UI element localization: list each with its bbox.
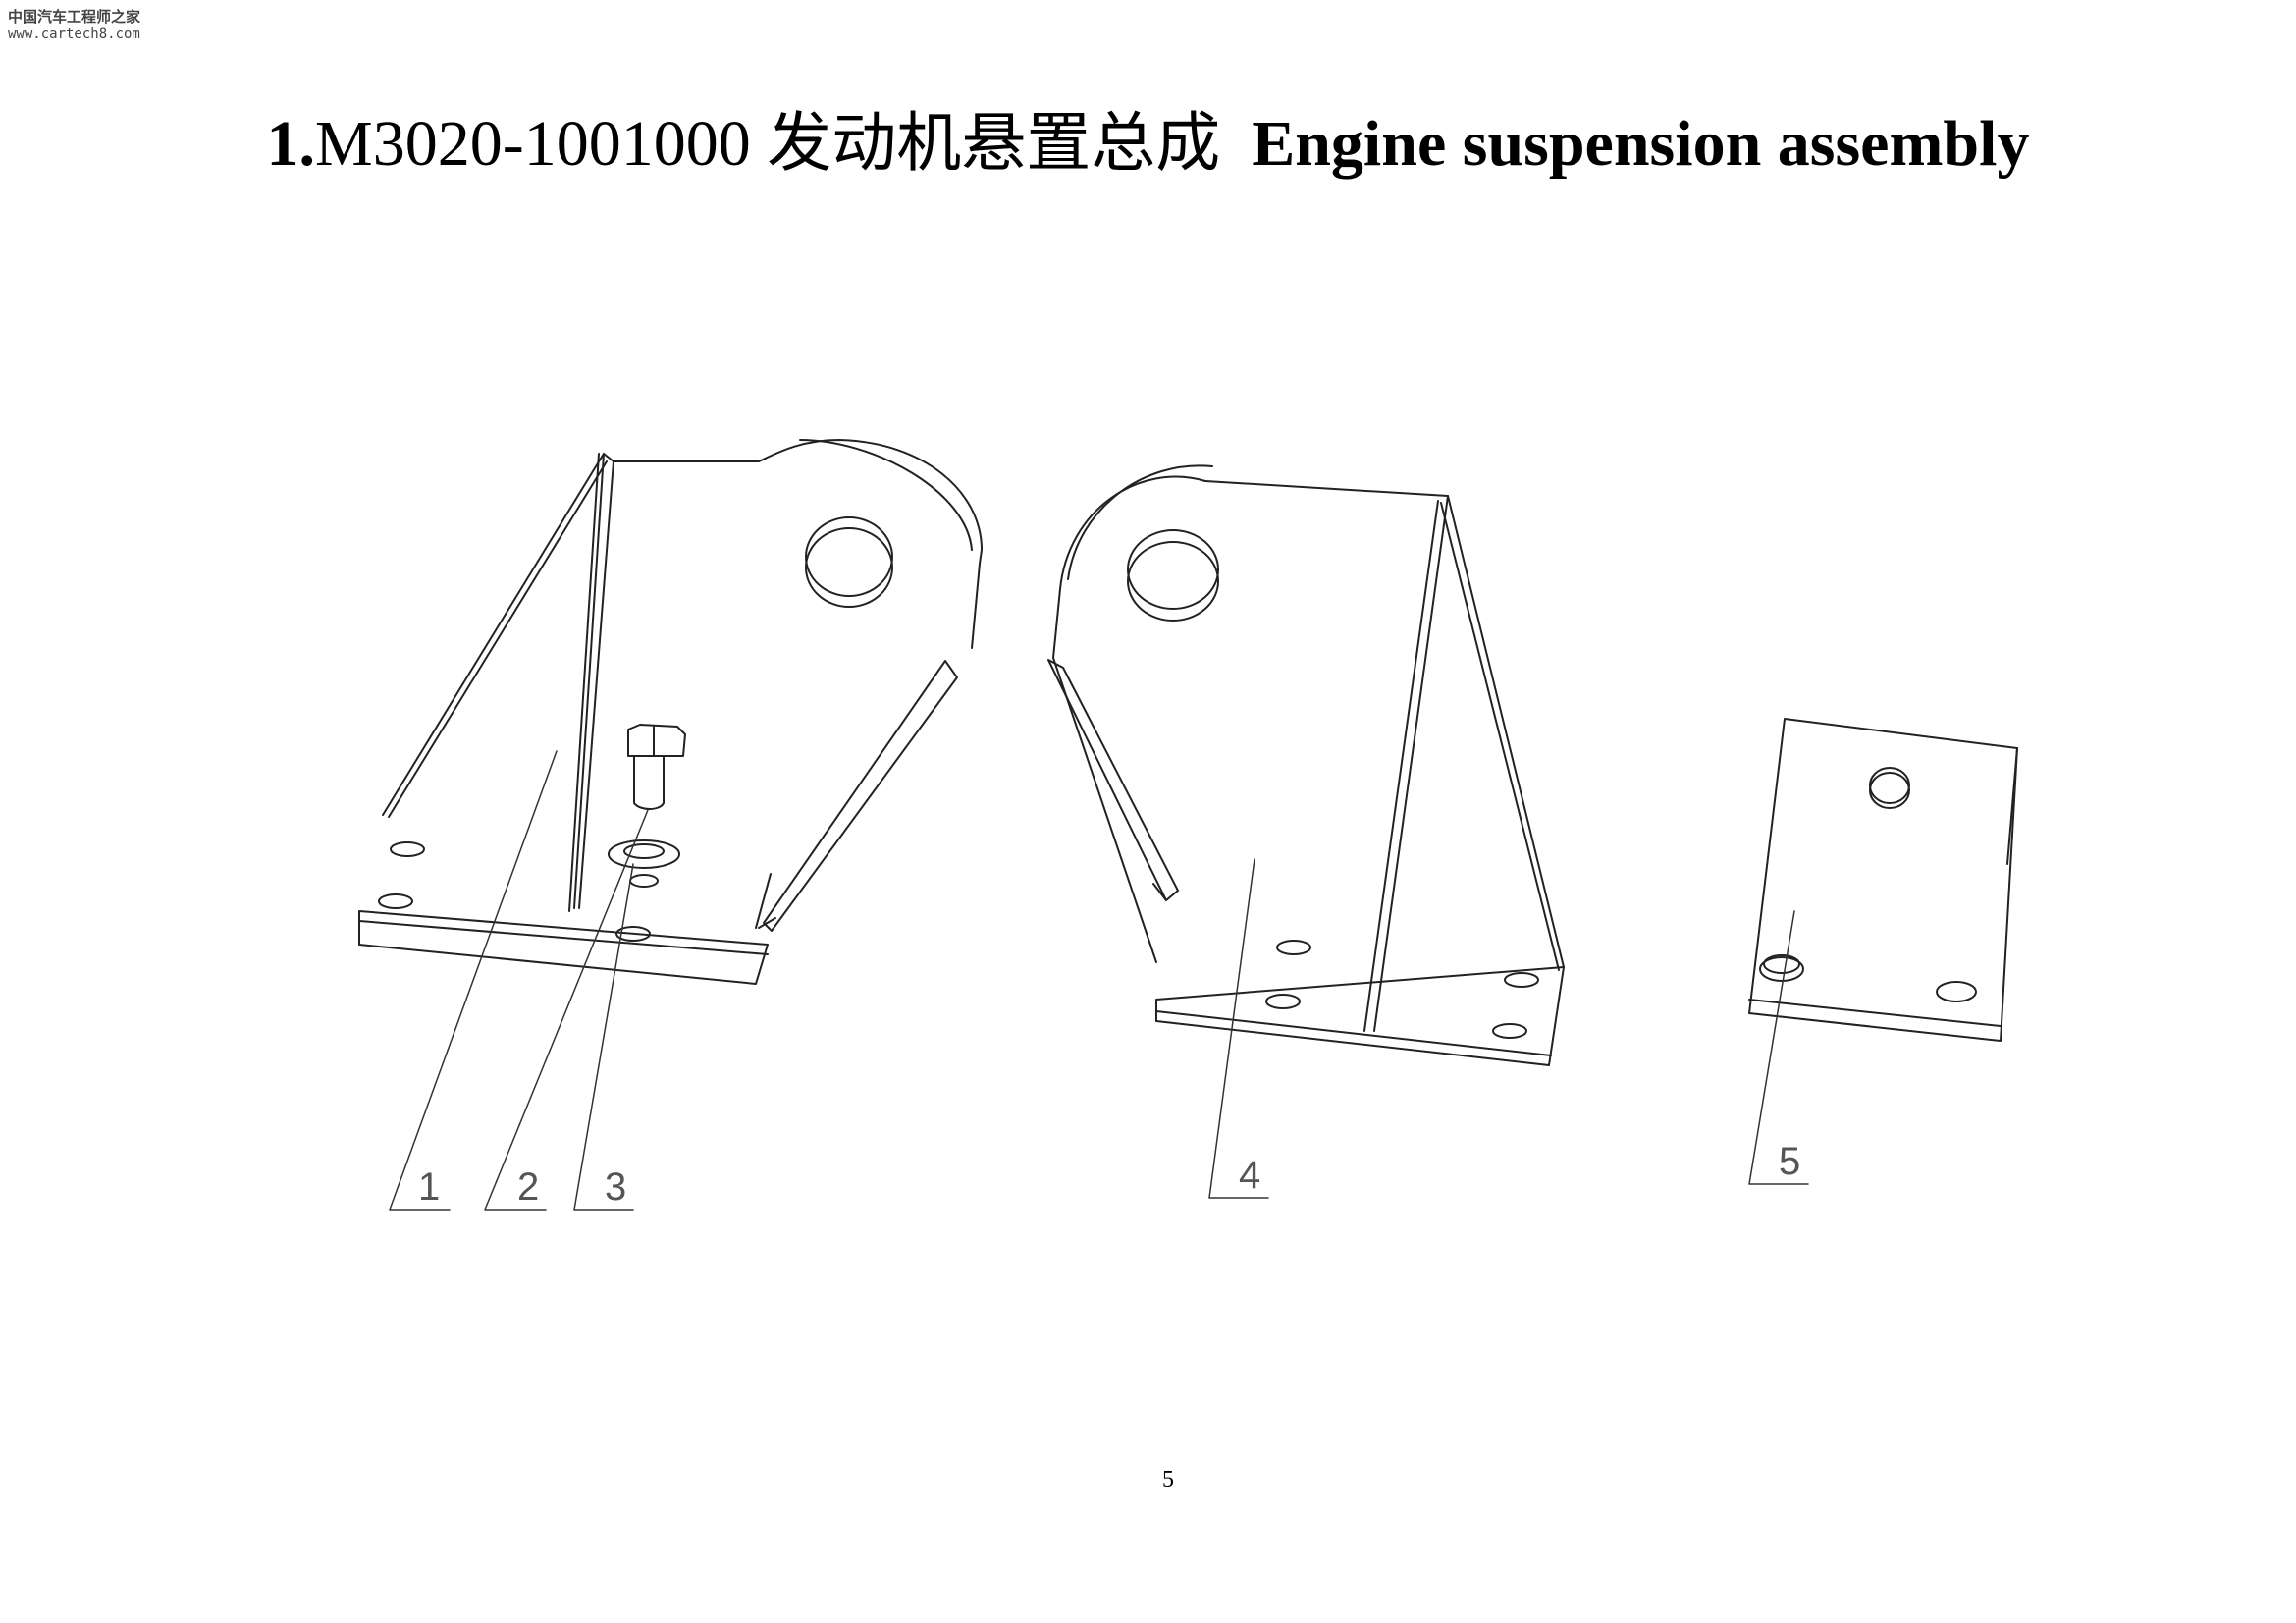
- watermark-cn: 中国汽车工程师之家: [8, 8, 141, 26]
- watermark-url: www.cartech8.com: [8, 26, 140, 42]
- leader-lines: [389, 750, 1809, 1211]
- leader-3: [573, 863, 634, 1211]
- leader-5: [1748, 910, 1809, 1185]
- title-code: M3020-1001000 发动机悬置总成: [315, 108, 1221, 180]
- watermark: 中国汽车工程师之家 www.cartech8.com: [8, 8, 140, 43]
- page-title: 1.M3020-1001000 发动机悬置总成 Engine suspension…: [0, 90, 2296, 185]
- callout-3: 3: [605, 1165, 626, 1209]
- part-4-right-bracket: [1047, 464, 1565, 1066]
- callout-4: 4: [1239, 1154, 1260, 1197]
- title-english: Engine suspension assembly: [1252, 108, 2030, 180]
- part-1-left-bracket: [358, 439, 983, 985]
- page-number: 5: [1162, 1467, 1174, 1492]
- part-5-plate: [1748, 718, 2018, 1042]
- part-3-washer: [608, 839, 680, 869]
- callout-1: 1: [418, 1165, 440, 1209]
- callout-2: 2: [517, 1165, 539, 1209]
- leader-4: [1208, 858, 1269, 1199]
- leader-1: [389, 750, 558, 1211]
- leader-2: [484, 809, 649, 1211]
- title-number: 1.: [266, 108, 316, 180]
- callout-5: 5: [1779, 1140, 1800, 1183]
- part-2-bolt: [627, 724, 686, 810]
- callouts: 1 2 3 4 5: [418, 1140, 1800, 1209]
